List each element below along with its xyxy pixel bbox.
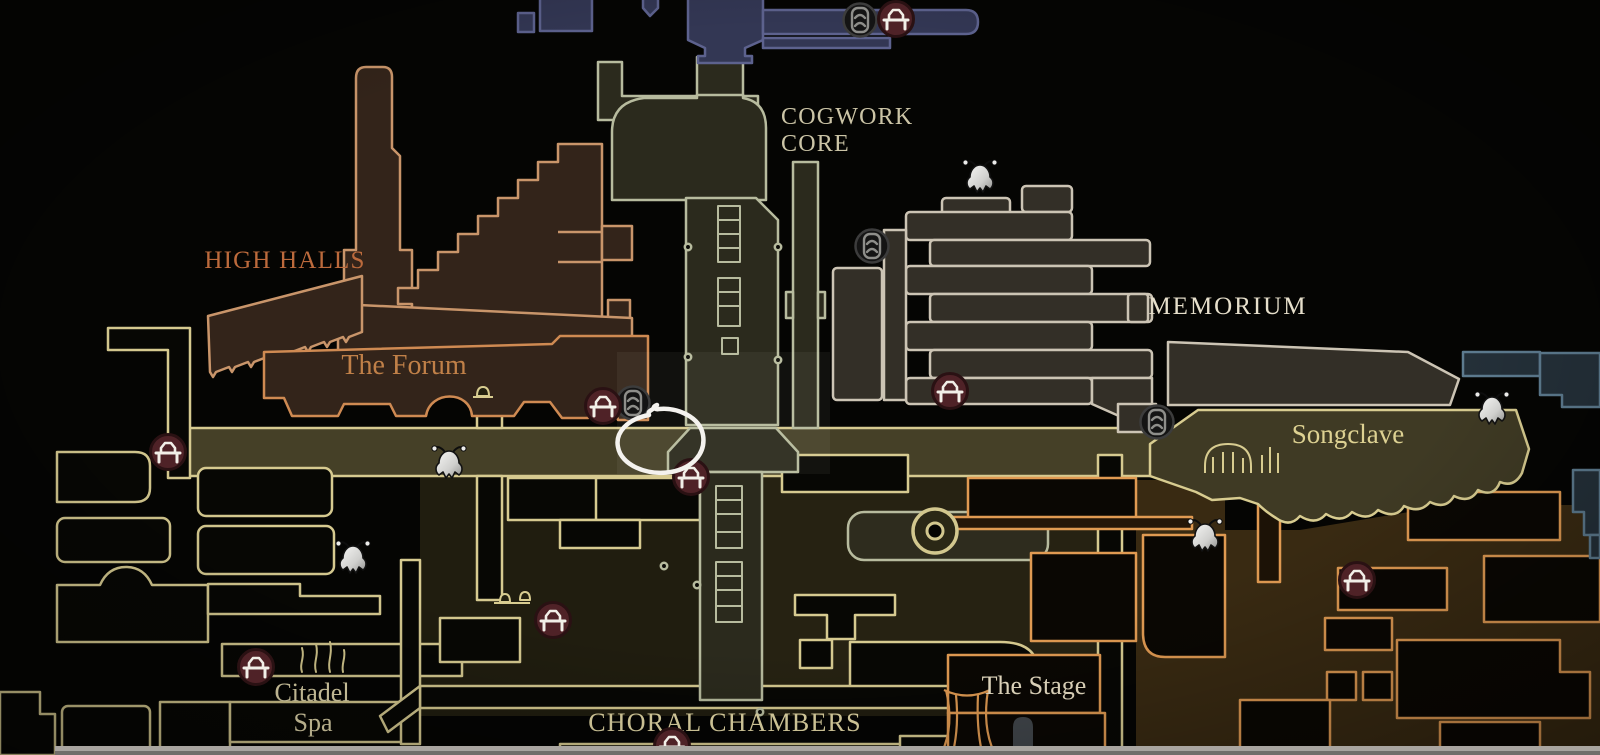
region-choral-chambers-shape: [506, 476, 702, 522]
region-choral-chambers-shape: [558, 518, 642, 550]
region-upper-vault-rooms-shape: [761, 36, 892, 50]
region-memorium-shape: [928, 238, 1152, 268]
region-memorium-shape: [904, 264, 1094, 296]
region-memorium-shape: [904, 320, 1094, 352]
region-choral-chambers-shape: [60, 704, 152, 754]
region-choral-chambers-shape: [55, 450, 152, 504]
label-memorium: MEMORIUM: [1148, 293, 1307, 320]
region-upper-vault-rooms-shape: [516, 11, 536, 34]
region-the-stage-shape: [936, 515, 1194, 531]
bench-icon: [877, 0, 915, 38]
bellway-station-icon: [842, 2, 878, 38]
cogwork-rivets-shape: [659, 561, 669, 571]
bottom-bar-shape: [55, 746, 1600, 751]
region-upper-vault-rooms-shape: [538, 0, 594, 33]
region-the-stage-shape: [966, 476, 1138, 523]
region-memorium-shape: [904, 210, 1074, 242]
bench-icon: [237, 648, 275, 686]
hand-drawn-circle-annotation-shape: [615, 402, 706, 476]
region-eastern-blue-rooms-shape: [1588, 533, 1600, 560]
region-the-stage-shape: [1395, 638, 1592, 720]
region-memorium-shape: [1020, 184, 1074, 214]
bellway-station-icon: [854, 228, 890, 264]
bottom-bar-shape: [55, 751, 1600, 755]
wheel-symbol-shape: [925, 521, 945, 541]
region-high-halls-shape: [600, 224, 634, 262]
label-cogwork-core-line1: COGWORK: [781, 104, 913, 130]
region-cogwork-core-shape: [698, 470, 764, 702]
cogwork-rivets-shape: [773, 242, 783, 252]
bench-icon: [584, 387, 622, 425]
hand-drawn-circle-annotation: [615, 402, 706, 476]
label-high-halls: HIGH HALLS: [204, 247, 365, 274]
region-cogwork-core-shape: [816, 290, 827, 320]
region-the-stage-shape: [1029, 551, 1138, 643]
region-the-stage-shape: [1325, 670, 1358, 702]
region-memorium-shape: [882, 228, 908, 402]
region-choral-chambers-shape: [438, 616, 522, 664]
label-choral-chambers: CHORAL CHAMBERS: [588, 708, 861, 737]
bottom-bar[interactable]: [55, 746, 1600, 755]
bench-icon: [149, 433, 187, 471]
bench-icon: [1338, 561, 1376, 599]
region-the-stage-shape: [1141, 533, 1227, 659]
label-citadel-spa-line1: Citadel: [274, 678, 349, 707]
bench-icon: [931, 372, 969, 410]
region-choral-chambers-shape: [55, 516, 172, 564]
label-songclave: Songclave: [1292, 419, 1404, 449]
label-citadel-spa-line2: Spa: [294, 708, 333, 737]
cogwork-rivets-shape: [683, 242, 693, 252]
label-the-stage: The Stage: [982, 671, 1087, 700]
region-eastern-blue-rooms-shape: [1461, 350, 1542, 378]
region-the-stage-shape: [1361, 670, 1394, 702]
region-cogwork-core-shape: [610, 93, 768, 202]
cogwork-rivets-shape: [692, 580, 702, 590]
wheel-symbol: [911, 507, 959, 555]
label-the-forum: The Forum: [341, 350, 466, 381]
region-choral-chambers-shape: [196, 466, 334, 518]
region-the-stage: [936, 471, 1600, 755]
region-memorium-shape: [831, 266, 884, 402]
region-cogwork-core-shape: [784, 290, 795, 320]
region-memorium-shape: [928, 292, 1154, 324]
region-memorium-shape: [928, 348, 1154, 380]
region-memorium-shape: [1126, 292, 1150, 324]
label-cogwork-core-line2: CORE: [781, 131, 850, 157]
region-the-stage-shape: [1323, 616, 1394, 652]
region-choral-chambers-shape: [798, 638, 834, 670]
region-the-stage-shape: [1482, 554, 1600, 624]
bellway-station-icon: [1139, 404, 1175, 440]
bench-icon: [534, 601, 572, 639]
region-choral-chambers-shape: [475, 474, 504, 602]
region-choral-chambers-shape: [196, 524, 336, 576]
